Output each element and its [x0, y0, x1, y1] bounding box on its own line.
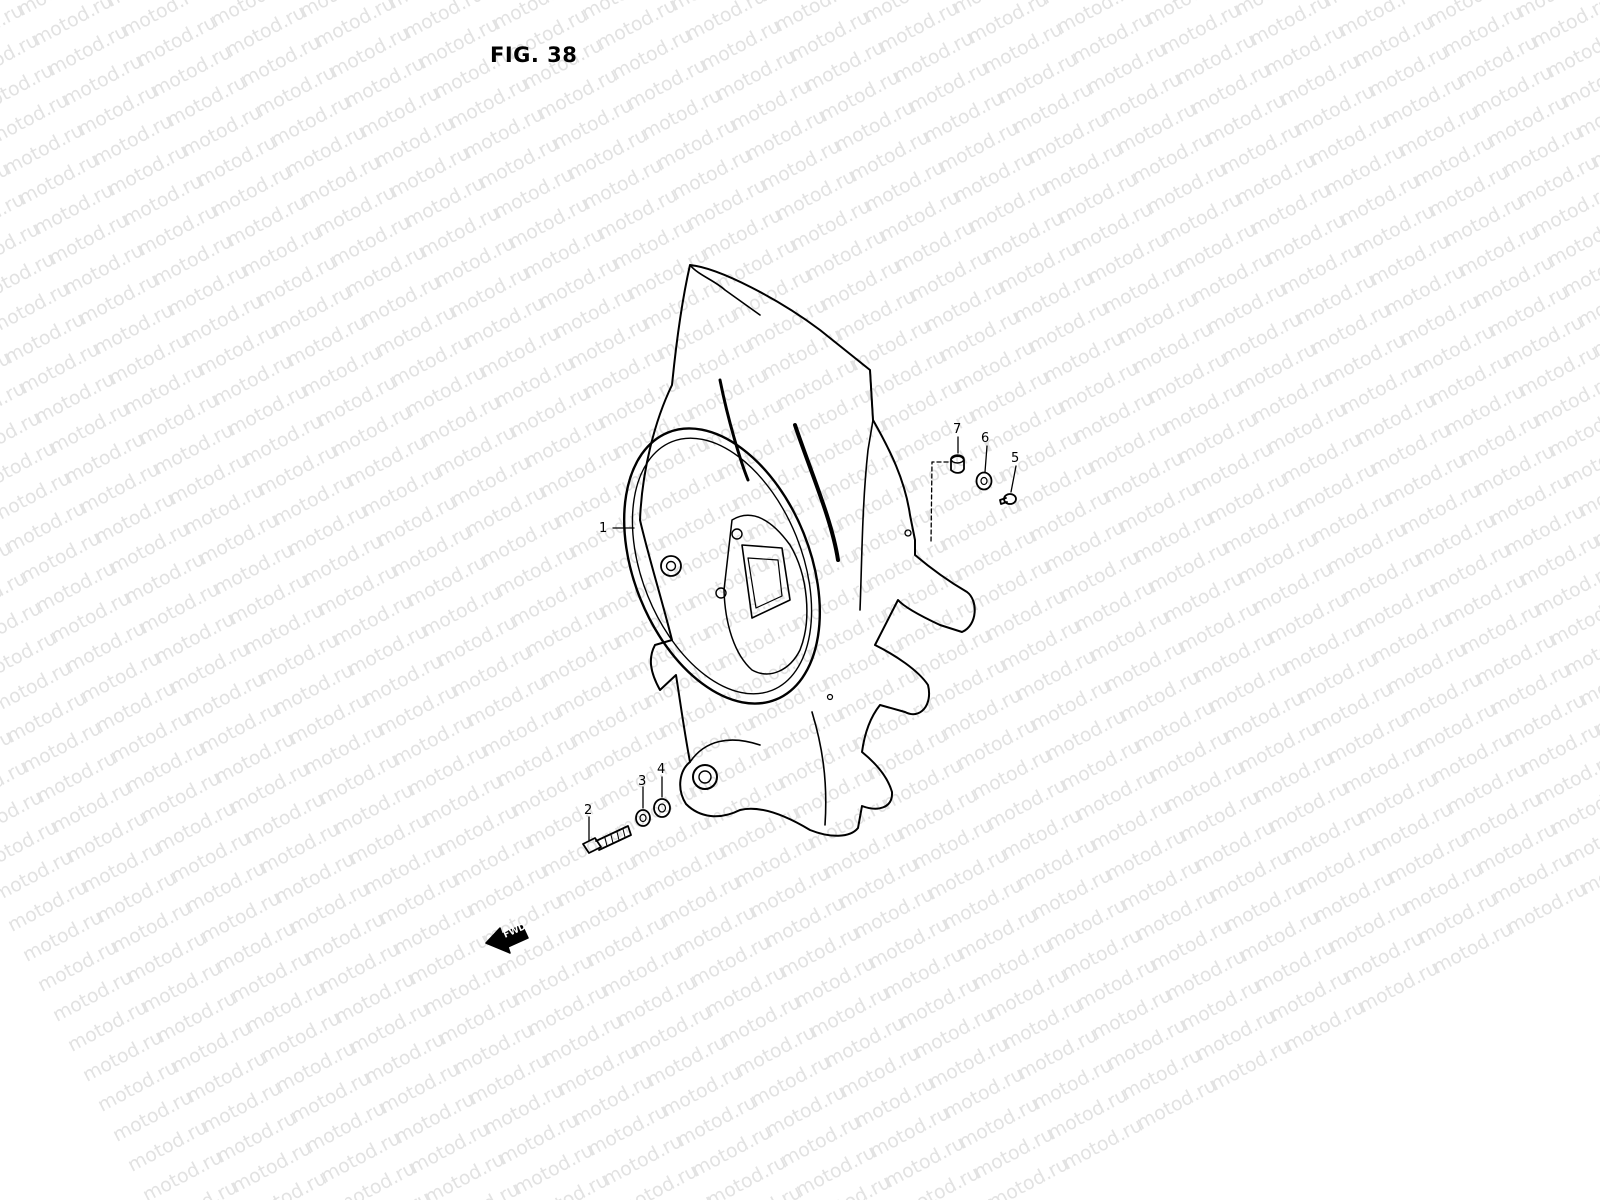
bolt-part: [582, 825, 632, 854]
washer-part: [653, 798, 671, 818]
callout-2: 2: [584, 803, 592, 818]
leader-lines: [588, 436, 1017, 841]
headlight-housing-part: [622, 264, 976, 837]
callout-6: 6: [981, 431, 989, 446]
callout-5: 5: [1011, 451, 1019, 466]
callout-1: 1: [599, 521, 607, 536]
grommet-part: [950, 454, 965, 474]
callout-3: 3: [638, 774, 646, 789]
figure-title: FIG. 38: [490, 43, 578, 67]
washer-top-part: [975, 471, 993, 491]
fwd-arrow-icon: [485, 924, 529, 954]
callout-7: 7: [953, 422, 961, 437]
lock-washer-part: [635, 809, 651, 827]
callout-4: 4: [657, 762, 665, 777]
screw-part: [999, 493, 1017, 505]
